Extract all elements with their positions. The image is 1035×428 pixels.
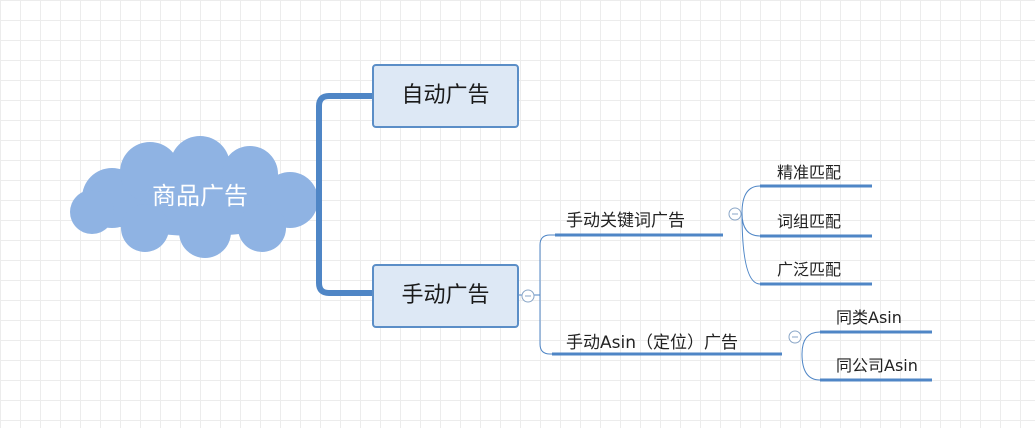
asin-connector: [801, 331, 821, 381]
collapse-toggle-manual[interactable]: [521, 289, 535, 303]
keyword-connector: [741, 185, 761, 285]
trunk-connector: [316, 93, 372, 296]
same-company-asin-node[interactable]: 同公司Asin: [836, 356, 918, 375]
auto-ad-node[interactable]: 自动广告: [372, 64, 519, 128]
broad-match-node[interactable]: 广泛匹配: [777, 260, 842, 279]
keyword-ad-node[interactable]: 手动关键词广告: [566, 211, 685, 231]
collapse-toggle-keyword[interactable]: [728, 207, 742, 221]
root-node-label: 商品广告: [152, 182, 248, 210]
root-cloud[interactable]: [70, 136, 318, 258]
phrase-match-node[interactable]: 词组匹配: [777, 212, 842, 231]
collapse-toggle-asin[interactable]: [788, 330, 802, 344]
asin-ad-node[interactable]: 手动Asin（定位）广告: [566, 333, 738, 353]
manual-ad-node[interactable]: 手动广告: [372, 264, 519, 328]
exact-match-node[interactable]: 精准匹配: [777, 163, 842, 182]
same-category-asin-node[interactable]: 同类Asin: [836, 308, 902, 327]
manual-connector: [518, 234, 555, 355]
